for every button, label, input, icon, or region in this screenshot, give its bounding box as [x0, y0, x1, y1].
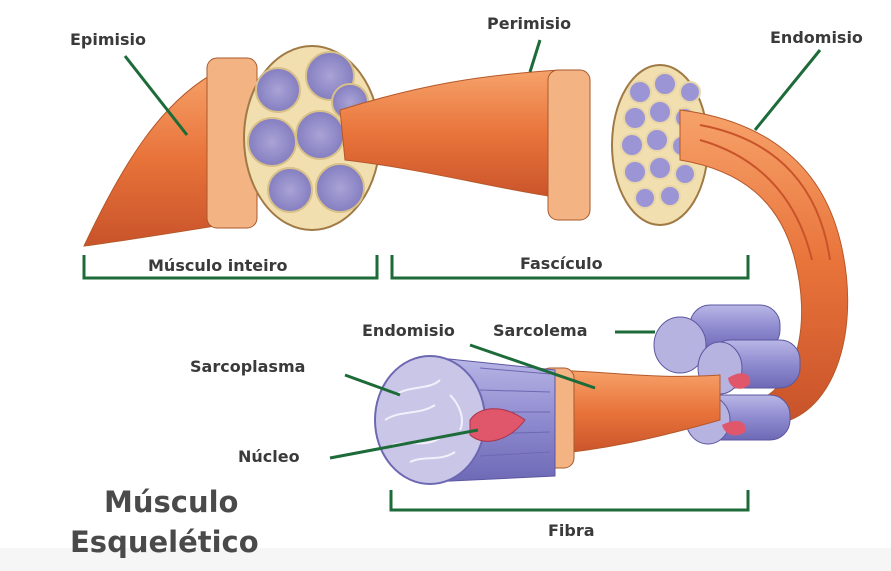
title-line-1: Músculo [104, 488, 238, 517]
label-fibra: Fibra [548, 523, 595, 539]
label-sarcolema: Sarcolema [493, 323, 588, 339]
fiber-cross-section-face [375, 356, 485, 484]
bracket-fibra [391, 490, 748, 510]
label-perimisio: Perimisio [487, 16, 571, 32]
label-endomisio-mid: Endomisio [362, 323, 455, 339]
label-endomisio-top: Endomisio [770, 30, 863, 46]
label-fasciculo: Fascículo [520, 256, 603, 272]
fascicle-tube [340, 70, 575, 200]
perimysium-band [548, 70, 590, 220]
label-musculo-inteiro: Músculo inteiro [148, 258, 288, 274]
label-nucleo: Núcleo [238, 449, 300, 465]
title-line-2: Esquelético [70, 528, 259, 557]
label-sarcoplasma: Sarcoplasma [190, 359, 305, 375]
label-epimisio: Epimisio [70, 32, 146, 48]
